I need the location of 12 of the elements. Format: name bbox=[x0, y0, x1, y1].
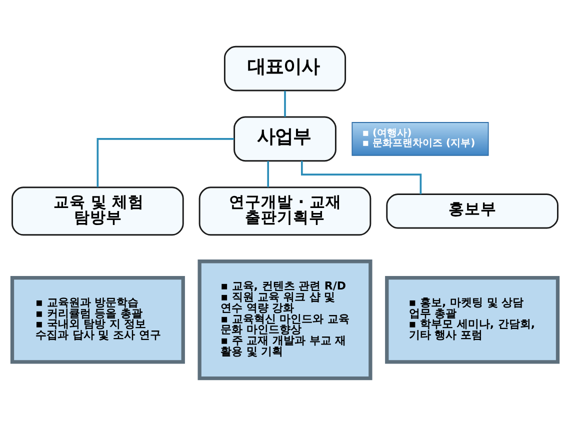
node-box: ▪ 홍보, 마켓팅 및 상담 업무 총괄 ▪ 학부모 세미나, 간담회, 기타 행사 포럼 bbox=[385, 276, 560, 364]
node-box: 연구개발 · 교재 출판기획부 bbox=[198, 186, 372, 236]
node-box: 홍보부 bbox=[386, 194, 558, 229]
node-box: 교육 및 체험 탐방부 bbox=[12, 186, 184, 236]
connector bbox=[96, 138, 234, 188]
connector bbox=[284, 90, 286, 117]
connector bbox=[267, 161, 269, 188]
node-box: 대표이사 bbox=[224, 46, 346, 92]
node-box: ▪ (여행사) ▪ 문화프랜차이즈 (지부) bbox=[352, 122, 489, 156]
node-box: ▪ 교육원과 방문학습 ▪ 커리큘럼 등올 총괄 ▪ 국내외 탐방 지 정보 수집과 답사 및 조사 연구 bbox=[10, 276, 185, 364]
node-box: ▪ 교육, 컨텐츠 관련 R/D ▪ 직원 교육 워크 샵 및 연수 역량 강화 ▪ 교육혁신 마인드와 교육 문화 마인드향상 ▪ 주 교재 개발과 부교 재 활용 및 기획 bbox=[198, 260, 372, 380]
node-box: 사업부 bbox=[234, 116, 336, 162]
